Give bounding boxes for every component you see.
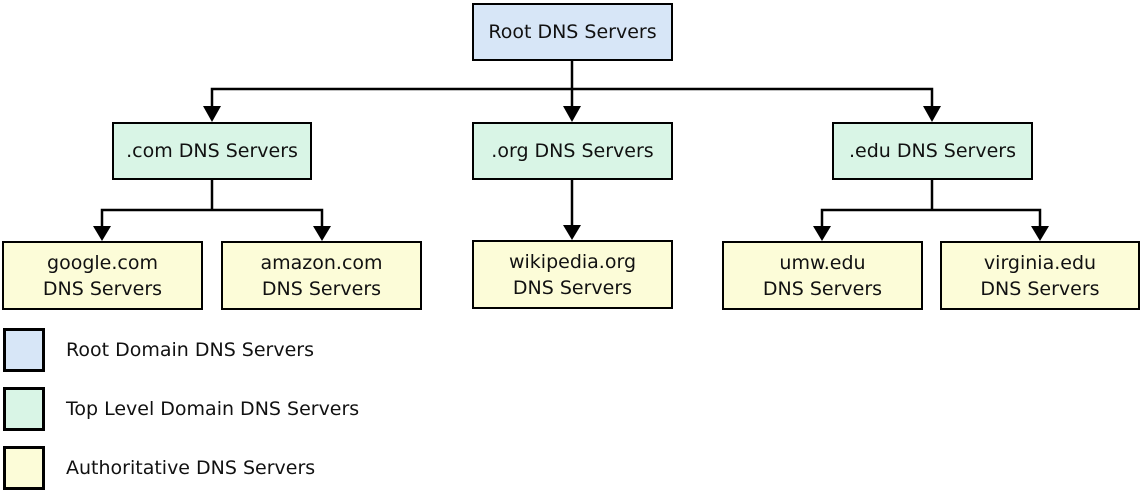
legend-label: Root Domain DNS Servers	[66, 339, 315, 361]
node-label-sub: DNS Servers	[512, 276, 633, 299]
node-com-dns-servers: .com DNS Servers	[112, 122, 312, 180]
node-root-dns-servers: Root DNS Servers	[472, 3, 673, 61]
arrowhead-to-google	[93, 226, 111, 241]
node-label-sub: DNS Servers	[980, 277, 1100, 300]
connector-root-to-tlds	[210, 87, 934, 108]
legend-item-root-domain: Root Domain DNS Servers	[3, 328, 314, 372]
node-label: .com DNS Servers	[126, 140, 298, 162]
legend-label: Authoritative DNS Servers	[66, 457, 316, 479]
node-label-domain: umw.edu	[779, 251, 866, 274]
node-edu-dns-servers: .edu DNS Servers	[832, 122, 1033, 180]
node-label-sub: DNS Servers	[762, 277, 883, 300]
arrowhead-to-umw	[813, 226, 831, 241]
arrowhead-to-amazon	[313, 226, 331, 241]
node-wikipedia-dns-servers: wikipedia.org DNS Servers	[472, 240, 673, 309]
connector-com-to-children	[100, 208, 324, 228]
arrowhead-to-virginia	[1031, 226, 1049, 241]
node-label: Root DNS Servers	[488, 21, 657, 43]
arrowhead-to-com	[203, 106, 221, 122]
legend-swatch-top-level-domain	[3, 387, 45, 431]
node-org-dns-servers: .org DNS Servers	[472, 122, 673, 180]
node-google-dns-servers: google.com DNS Servers	[2, 241, 203, 310]
legend-item-top-level-domain: Top Level Domain DNS Servers	[3, 387, 359, 431]
node-amazon-dns-servers: amazon.com DNS Servers	[221, 241, 422, 310]
arrowhead-to-org	[563, 106, 581, 122]
node-virginia-dns-servers: virginia.edu DNS Servers	[940, 241, 1140, 310]
node-label-domain: virginia.edu	[983, 251, 1097, 274]
node-label-domain: amazon.com	[260, 251, 383, 274]
arrowhead-to-wikipedia	[563, 225, 581, 240]
node-label: .edu DNS Servers	[848, 140, 1017, 162]
legend-swatch-authoritative	[3, 446, 45, 490]
node-label-domain: wikipedia.org	[508, 250, 637, 273]
node-label: .org DNS Servers	[491, 140, 654, 162]
legend-item-authoritative: Authoritative DNS Servers	[3, 446, 315, 490]
arrowhead-to-edu	[923, 106, 941, 122]
connector-edu-to-children	[820, 208, 1042, 228]
legend-label: Top Level Domain DNS Servers	[66, 398, 360, 420]
node-label-sub: DNS Servers	[261, 277, 382, 300]
node-umw-dns-servers: umw.edu DNS Servers	[722, 241, 923, 310]
legend-swatch-root-domain	[3, 328, 45, 372]
node-label-sub: DNS Servers	[42, 277, 163, 300]
node-label-domain: google.com	[47, 251, 158, 274]
